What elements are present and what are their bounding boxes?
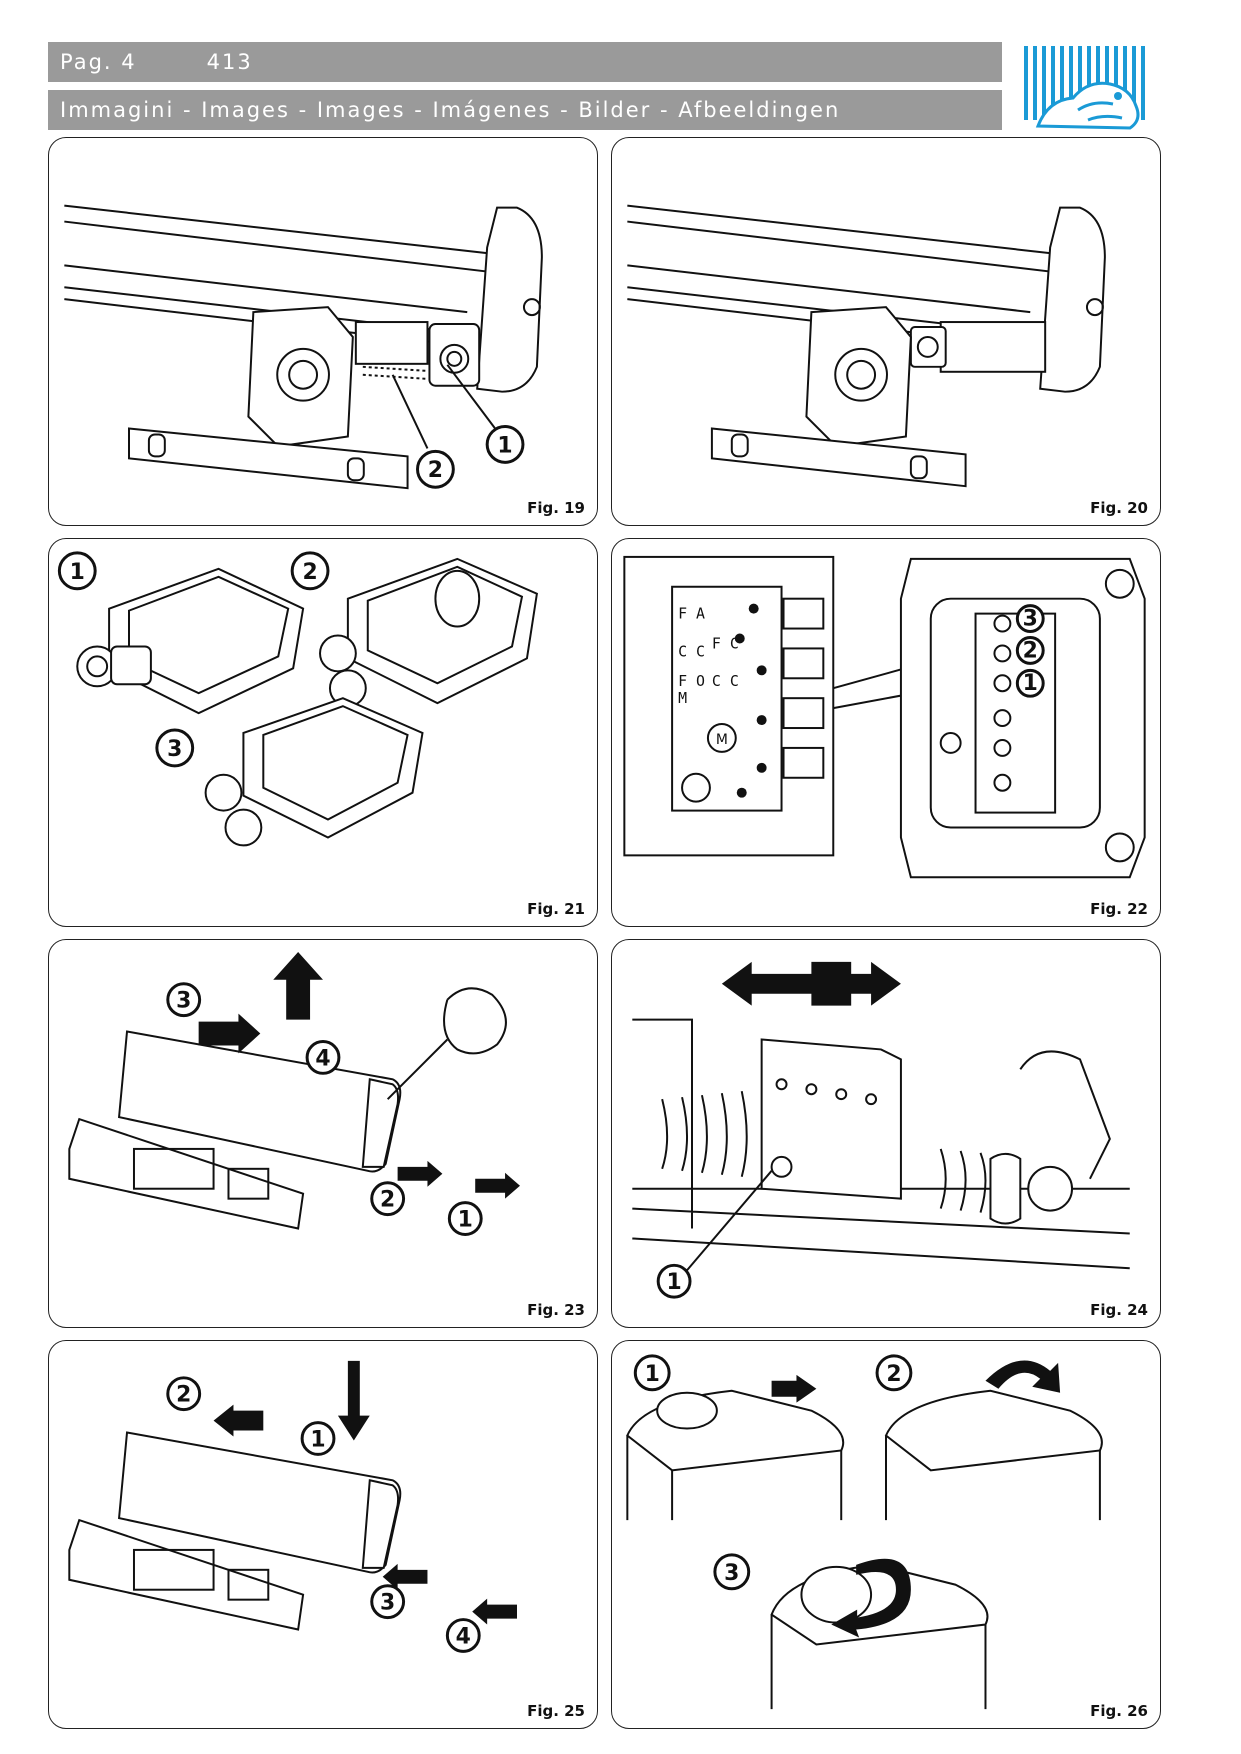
figure-24-panel: 1 Fig. 24 bbox=[611, 939, 1161, 1328]
svg-text:M: M bbox=[716, 732, 728, 748]
svg-text:1: 1 bbox=[666, 1270, 681, 1295]
callout-1: 1 bbox=[633, 1354, 671, 1392]
svg-text:1: 1 bbox=[310, 1427, 325, 1452]
figure-label: Fig. 23 bbox=[527, 1301, 585, 1319]
svg-text:C C: C C bbox=[712, 672, 739, 690]
callout-3: 3 bbox=[155, 728, 195, 768]
callout-2: 2 bbox=[875, 1354, 913, 1392]
svg-text:1: 1 bbox=[458, 1208, 473, 1233]
svg-text:2: 2 bbox=[380, 1188, 395, 1213]
figure-label: Fig. 21 bbox=[527, 900, 585, 918]
figure-21-panel: 1 2 3 Fig. 21 bbox=[48, 538, 598, 927]
svg-text:2: 2 bbox=[1023, 638, 1038, 663]
callout-3: 3 bbox=[370, 1584, 406, 1620]
callout-1: 1 bbox=[1015, 668, 1045, 698]
callout-1: 1 bbox=[57, 551, 97, 591]
callout-2: 2 bbox=[416, 449, 455, 489]
svg-text:F O: F O bbox=[678, 672, 705, 690]
svg-text:M: M bbox=[678, 689, 687, 707]
cover-removal-illustration: 3 4 2 1 bbox=[68, 951, 520, 1236]
callout-1: 1 bbox=[300, 1421, 336, 1456]
lion-gate-logo-icon bbox=[1024, 46, 1145, 130]
figure-20-panel: Fig. 20 bbox=[611, 137, 1161, 526]
figure-label: Fig. 24 bbox=[1090, 1301, 1148, 1319]
svg-text:F C: F C bbox=[712, 634, 739, 652]
svg-text:2: 2 bbox=[886, 1362, 901, 1387]
callout-1: 1 bbox=[447, 1201, 483, 1236]
callout-2: 2 bbox=[290, 551, 330, 591]
section-title: Immagini - Images - Images - Imágenes - … bbox=[60, 98, 841, 122]
screw-drive-illustration: 1 bbox=[632, 961, 1130, 1299]
svg-text:3: 3 bbox=[1023, 607, 1038, 632]
svg-text:3: 3 bbox=[724, 1561, 739, 1586]
callout-3: 3 bbox=[1015, 604, 1045, 634]
callout-2: 2 bbox=[166, 1376, 202, 1412]
svg-text:1: 1 bbox=[70, 560, 85, 585]
figure-19-panel: 2 1 Fig. 19 bbox=[48, 137, 598, 526]
figure-23-panel: 3 4 2 1 Fig. 23 bbox=[48, 939, 598, 1328]
page-number: Pag. 4 bbox=[60, 50, 137, 74]
release-lever-illustration: 1 2 3 bbox=[626, 1354, 1103, 1710]
svg-text:1: 1 bbox=[497, 433, 512, 458]
actuator-bracket-illustration bbox=[627, 204, 1106, 488]
section-title-bar: Immagini - Images - Images - Imágenes - … bbox=[48, 90, 1002, 130]
callout-3: 3 bbox=[713, 1553, 751, 1591]
figure-22-panel: F A C C F C C C F O M M 3 2 1 Fig. 22 bbox=[611, 538, 1161, 927]
svg-text:2: 2 bbox=[428, 458, 443, 483]
figure-label: Fig. 25 bbox=[527, 1702, 585, 1720]
callout-4: 4 bbox=[445, 1618, 481, 1653]
callout-1: 1 bbox=[485, 425, 525, 464]
svg-text:4: 4 bbox=[456, 1624, 471, 1649]
callout-4: 4 bbox=[305, 1039, 341, 1075]
figure-label: Fig. 19 bbox=[527, 499, 585, 517]
actuator-bracket-illustration: 2 1 bbox=[64, 204, 543, 490]
svg-text:C C: C C bbox=[678, 642, 705, 660]
svg-text:3: 3 bbox=[380, 1591, 395, 1616]
svg-text:4: 4 bbox=[315, 1046, 330, 1071]
callout-3: 3 bbox=[166, 982, 202, 1018]
model-number: 413 bbox=[206, 50, 253, 74]
figure-label: Fig. 26 bbox=[1090, 1702, 1148, 1720]
callout-2: 2 bbox=[1015, 635, 1045, 665]
svg-text:3: 3 bbox=[176, 989, 191, 1014]
figure-label: Fig. 22 bbox=[1090, 900, 1148, 918]
junction-box-illustration: 1 2 3 bbox=[57, 551, 538, 847]
page-header-bar: Pag. 4 413 bbox=[48, 42, 1002, 82]
wiring-diagram-illustration: F A C C F C C C F O M M 3 2 1 bbox=[623, 555, 1146, 879]
svg-text:2: 2 bbox=[302, 560, 317, 585]
cover-installation-illustration: 2 1 3 4 bbox=[68, 1360, 517, 1653]
svg-text:F A: F A bbox=[678, 605, 705, 623]
figure-label: Fig. 20 bbox=[1090, 499, 1148, 517]
callout-2: 2 bbox=[370, 1181, 406, 1217]
figure-26-panel: 1 2 3 Fig. 26 bbox=[611, 1340, 1161, 1729]
svg-text:2: 2 bbox=[176, 1383, 191, 1408]
svg-text:1: 1 bbox=[1023, 671, 1038, 696]
svg-text:3: 3 bbox=[167, 737, 182, 762]
figure-25-panel: 2 1 3 4 Fig. 25 bbox=[48, 1340, 598, 1729]
svg-text:1: 1 bbox=[645, 1362, 660, 1387]
callout-1: 1 bbox=[656, 1263, 692, 1299]
